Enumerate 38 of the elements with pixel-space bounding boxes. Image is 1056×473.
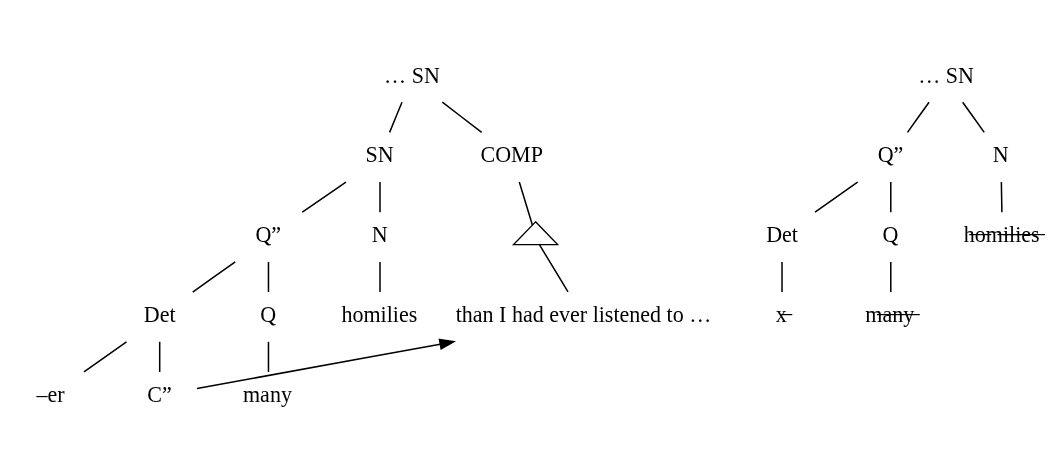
node-text: Det — [766, 221, 798, 247]
node-triangle — [511, 220, 560, 245]
node-text: –er — [36, 381, 65, 407]
node-text: N — [371, 221, 388, 247]
connector — [890, 180, 892, 213]
node-text: C” — [147, 381, 172, 407]
node-text: Q — [882, 221, 899, 247]
node-text: than I had ever listened to … — [455, 301, 712, 327]
connector — [379, 260, 381, 293]
connector — [781, 260, 783, 293]
node-text: Q — [260, 301, 277, 327]
node-text: many — [243, 381, 292, 407]
connector — [301, 180, 347, 213]
connector — [191, 260, 236, 293]
connector — [518, 180, 534, 226]
node-text: … SN — [384, 62, 440, 88]
connector — [379, 180, 381, 213]
node-text: … SN — [918, 62, 974, 88]
connector — [441, 100, 483, 133]
arrow — [196, 338, 457, 389]
connector — [158, 340, 161, 373]
connector — [961, 100, 985, 133]
connector — [267, 340, 270, 373]
connector — [906, 100, 930, 133]
node-text: homilies — [341, 301, 418, 327]
node-text: SN — [365, 141, 394, 167]
connector — [890, 260, 892, 293]
connector — [83, 340, 128, 373]
connector — [814, 180, 859, 213]
node-text: Det — [143, 301, 176, 327]
node-text: Q” — [877, 141, 904, 167]
connector — [1000, 180, 1003, 213]
node-text: Q” — [255, 221, 282, 247]
connector — [267, 260, 270, 293]
connector — [388, 100, 403, 133]
connector — [538, 243, 569, 293]
node-text: N — [992, 141, 1009, 167]
node-text: COMP — [480, 141, 543, 167]
